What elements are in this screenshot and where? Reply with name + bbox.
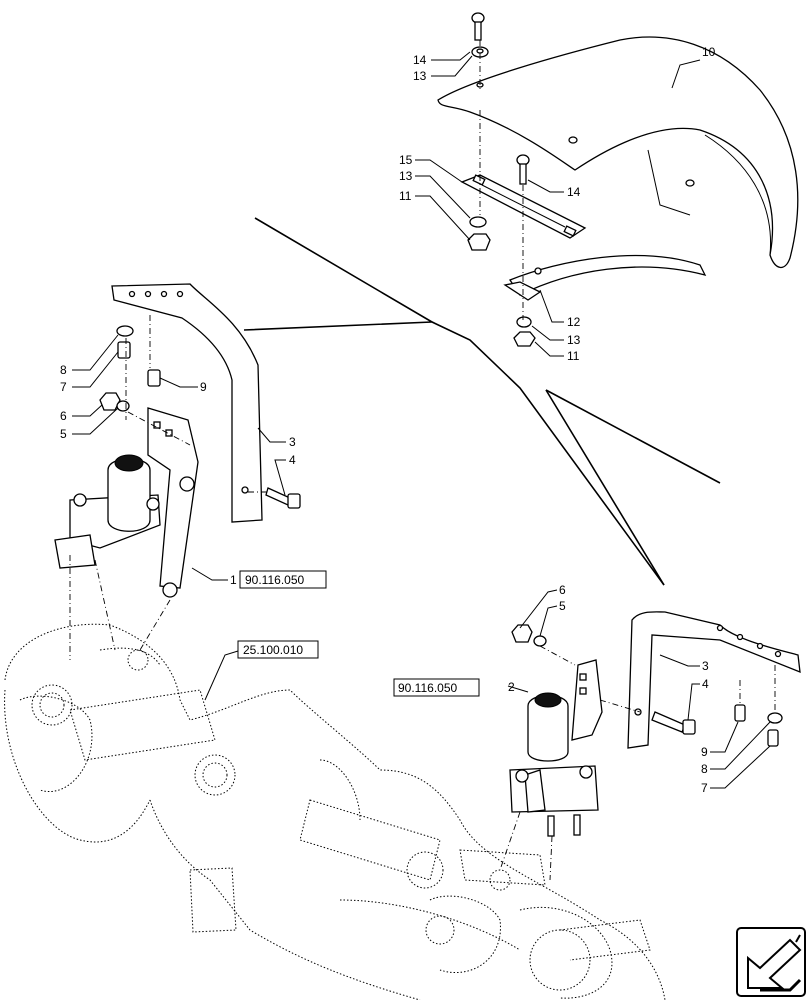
callout-1: 1 [230, 573, 237, 587]
reference-label-right: 90.116.050 [398, 681, 457, 695]
support-part-12 [503, 254, 707, 301]
callout-10: 10 [702, 45, 716, 59]
callout-7-right: 7 [701, 781, 708, 795]
callout-14-top: 14 [413, 53, 427, 67]
strap-part-15 [460, 174, 587, 239]
callout-13-top: 13 [413, 69, 427, 83]
axle-assembly [4, 555, 666, 1000]
arrow-down-left-icon [736, 927, 806, 997]
left-fasteners [99, 315, 301, 509]
callout-5-right: 5 [559, 599, 566, 613]
reference-label-left: 90.116.050 [245, 573, 304, 587]
callout-4-right: 4 [702, 677, 709, 691]
callout-12: 12 [567, 315, 581, 329]
callout-14-mid: 14 [567, 185, 581, 199]
reference-boxes: 90.116.050 25.100.010 90.116.050 [237, 570, 480, 697]
fender-part-10 [437, 36, 799, 269]
right-arm-part-3 [627, 611, 801, 749]
callout-13-low: 13 [567, 333, 581, 347]
callout-3-left: 3 [289, 435, 296, 449]
callout-labels: 10 14 13 15 13 11 14 12 13 11 8 7 9 6 5 … [60, 45, 716, 795]
fender-centerlines [479, 40, 524, 320]
right-bracket-part-2 [509, 659, 603, 837]
leader-lines [72, 51, 771, 789]
callout-8-left: 8 [60, 363, 67, 377]
callout-6-left: 6 [60, 409, 67, 423]
callout-13-mid: 13 [399, 169, 413, 183]
callout-9-left: 9 [200, 380, 207, 394]
callout-6-right: 6 [559, 583, 566, 597]
detail-pointer-lines [243, 217, 721, 586]
right-fasteners [499, 624, 783, 881]
callout-3-right: 3 [702, 659, 709, 673]
callout-4-left: 4 [289, 453, 296, 467]
callout-7-left: 7 [60, 380, 67, 394]
left-arm-part-3 [111, 283, 263, 523]
callout-2: 2 [508, 680, 515, 694]
callout-15: 15 [399, 153, 413, 167]
fender-fasteners [467, 12, 536, 347]
callout-11-low: 11 [567, 349, 580, 363]
callout-9-right: 9 [701, 745, 708, 759]
callout-11-mid: 11 [399, 189, 412, 203]
callout-5-left: 5 [60, 427, 67, 441]
callout-8-right: 8 [701, 762, 708, 776]
left-bracket-part-1 [54, 407, 199, 598]
reference-label-axle: 25.100.010 [243, 643, 303, 657]
